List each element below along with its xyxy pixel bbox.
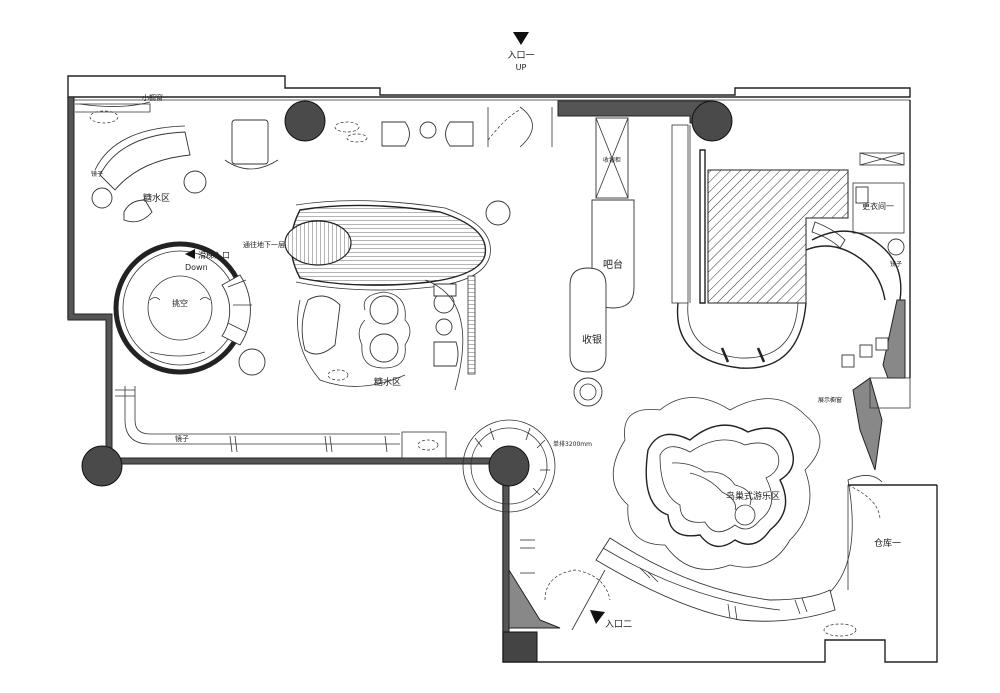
stair-entry-arrow-icon [185,249,195,259]
small-window-label: 小橱窗 [142,93,163,102]
stair-down-label: Down [185,263,208,272]
nest-play-area: 鸟巢式游乐区 [612,397,821,570]
cashier-label: 收银 [582,333,602,346]
candy-left-label: 糖水区 [143,192,170,204]
single-row-label: 单排3200mm [553,440,592,448]
spiral-stair: 滑梯入口 Down 挑空 [113,241,266,376]
stair-entry-label: 滑梯入口 [198,250,230,260]
void-label: 挑空 [172,298,188,308]
to-lower-floor-label: 通往地下一层 [243,240,285,249]
corridor-mirror-label: 镜子 [175,434,189,443]
right-upper-area: 更衣间一 镜子 展示橱窗 [676,149,911,409]
candy-center-label: 糖水区 [374,376,401,388]
bar-cashier: 收银柜 吧台 收银 [569,117,691,407]
bar-label: 吧台 [603,258,623,271]
walls [67,96,906,663]
storage-label: 仓库一 [874,537,901,549]
nest-area-label: 鸟巢式游乐区 [726,490,780,502]
entrance-bottom-arrow-icon [590,610,605,624]
storage-room: 仓库一 [847,484,937,590]
lower-spiral: 单排3200mm [462,419,592,513]
left-corridor: 镜子 [115,386,447,459]
entrance-top-label: 入口一 [507,50,534,61]
small-window-area: 小橱窗 镜子 糖水区 [75,93,207,223]
display-window-label: 展示橱窗 [818,396,842,404]
bottom-curved-bench: 入口二 [520,475,883,637]
slide-tube: 通往地下一层 [243,200,511,291]
candy-center-area: 糖水区 [297,275,476,391]
entrance-top-up: UP [516,63,527,72]
top-furniture [224,106,553,170]
entrance-top: 入口一 UP [507,32,535,72]
mirror-left-label: 镜子 [91,170,103,178]
columns [81,100,733,487]
cashier-counter-label: 收银柜 [603,156,621,164]
entrance-bottom-label: 入口二 [605,619,632,630]
changing-room-label: 更衣间一 [862,201,894,211]
entrance-arrow-icon [513,32,529,45]
